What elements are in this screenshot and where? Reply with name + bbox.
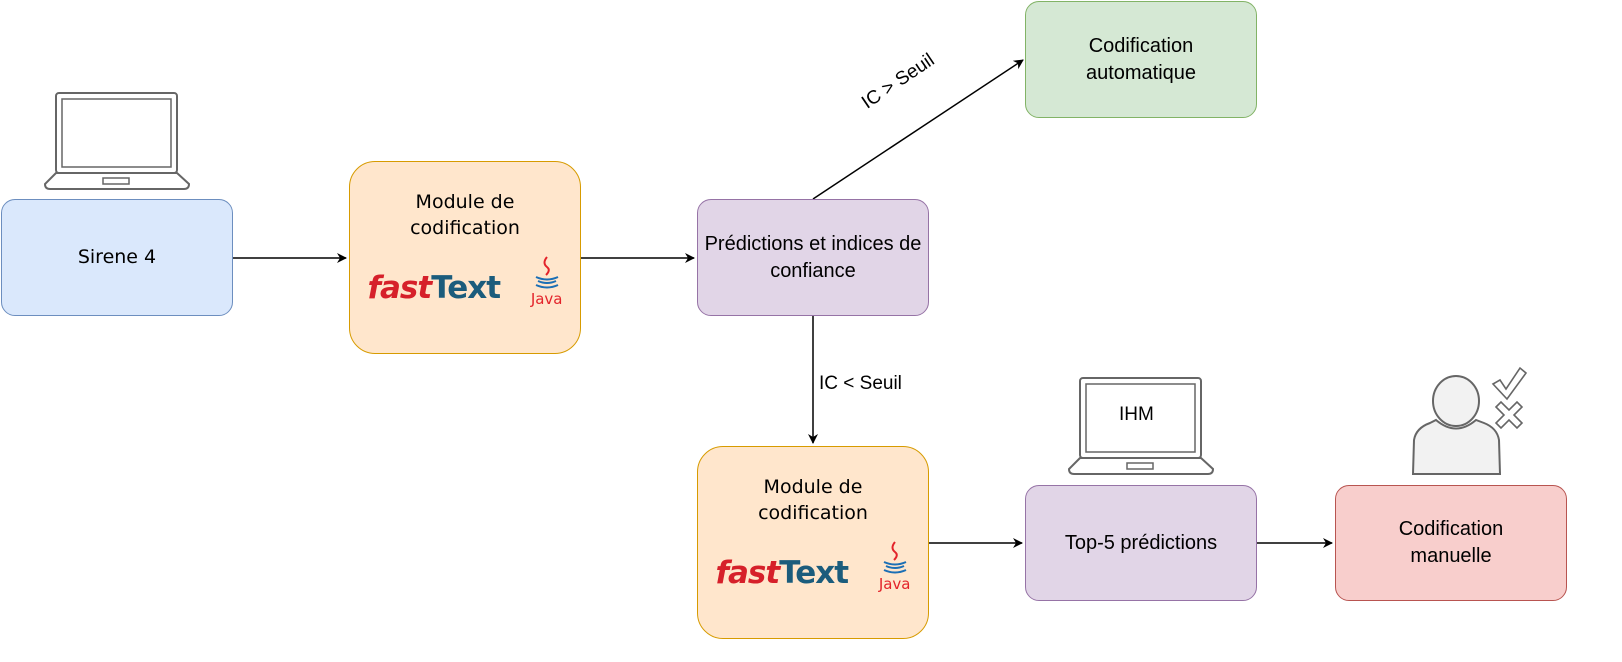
node-predictions[interactable]: Prédictions et indices de confiance [697, 199, 929, 316]
node-top5-label: Top-5 prédictions [1064, 531, 1218, 554]
java-logo: Java [531, 255, 563, 309]
module-logos: fastText Java [368, 255, 563, 309]
node-module-codification-2[interactable]: Module de codification fastText Java [697, 446, 929, 639]
check-cross-icon [1491, 366, 1528, 430]
arrow-predictions-to-auto [812, 59, 1024, 200]
edge-label-below-threshold: IC < Seuil [819, 373, 902, 394]
module-title: Module de codification [410, 191, 520, 239]
node-codification-manuelle[interactable]: Codification manuelle [1335, 485, 1567, 601]
fasttext-logo: fastText [715, 554, 850, 591]
node-top5[interactable]: Top-5 prédictions [1025, 485, 1257, 601]
laptop-ihm-icon [1067, 377, 1215, 475]
node-predictions-label: Prédictions et indices de confiance [704, 232, 922, 282]
node-auto-label: Codification automatique [1085, 34, 1197, 84]
user-icon [1411, 375, 1502, 475]
node-sirene-label: Sirene 4 [77, 245, 157, 268]
module-logos: fastText Java [716, 540, 911, 594]
ihm-label: IHM [1119, 404, 1154, 425]
node-codification-auto[interactable]: Codification automatique [1025, 1, 1257, 118]
java-cup-icon [535, 256, 559, 289]
node-manual-label: Codification manuelle [1398, 518, 1504, 567]
node-sirene[interactable]: Sirene 4 [1, 199, 233, 316]
java-logo: Java [879, 540, 911, 594]
fasttext-logo: fastText [367, 269, 502, 306]
laptop-icon [43, 92, 191, 190]
java-cup-icon [883, 541, 907, 574]
module-title: Module de codification [758, 476, 868, 524]
node-module-codification-1[interactable]: Module de codification fastText Java [349, 161, 581, 354]
